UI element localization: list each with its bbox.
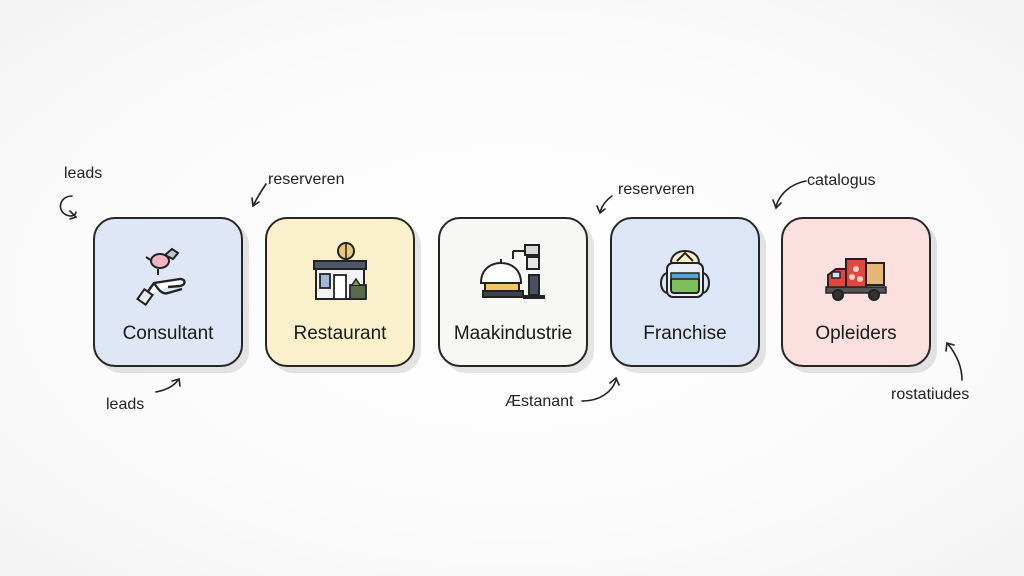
- hand-icon: [136, 247, 186, 307]
- arrow-catalogus: [775, 180, 807, 207]
- arrow-head: [609, 376, 620, 386]
- card-opleiders[interactable]: Opleiders: [781, 217, 931, 367]
- card-maakindustrie[interactable]: Maakindustrie: [438, 217, 588, 367]
- arrow-head: [945, 341, 955, 352]
- arrow-head: [596, 205, 606, 215]
- annotation-leads-top: leads: [64, 165, 103, 182]
- arrow-leads-bottom: [155, 379, 179, 393]
- arrow-head: [69, 210, 78, 220]
- annotation-rostatiudes: rostatiudes: [891, 386, 970, 403]
- card-label: Consultant: [122, 323, 214, 344]
- truck-icon: [825, 258, 887, 301]
- arrow-reserveren-2: [599, 195, 613, 213]
- annotation-reserveren-1: reserveren: [268, 171, 345, 188]
- card-restaurant[interactable]: Restaurant: [265, 217, 415, 367]
- card-label: Restaurant: [293, 323, 387, 344]
- arrow-reserveren-1: [253, 183, 267, 205]
- arrow-rostatiudes: [947, 343, 963, 381]
- arrow-rostaurant: [581, 379, 617, 402]
- annotation-reserveren-2: reserveren: [618, 181, 695, 198]
- annotation-rostaurant: Æstanant: [505, 393, 574, 410]
- arrow-head: [772, 199, 782, 210]
- storefront-icon: [313, 242, 367, 300]
- card-label: Opleiders: [815, 323, 897, 344]
- arrow-head: [251, 197, 260, 208]
- arrow-head: [171, 377, 181, 387]
- annotation-leads-bottom: leads: [106, 396, 145, 413]
- card-franchise[interactable]: Franchise: [610, 217, 760, 367]
- card-label: Franchise: [643, 323, 727, 344]
- loop-arrow-leads: [59, 195, 77, 217]
- annotation-catalogus: catalogus: [807, 172, 876, 189]
- card-consultant[interactable]: Consultant: [93, 217, 243, 367]
- card-label: Maakindustrie: [453, 323, 573, 344]
- backpack-icon: [660, 250, 710, 298]
- industry-icon: [479, 244, 545, 299]
